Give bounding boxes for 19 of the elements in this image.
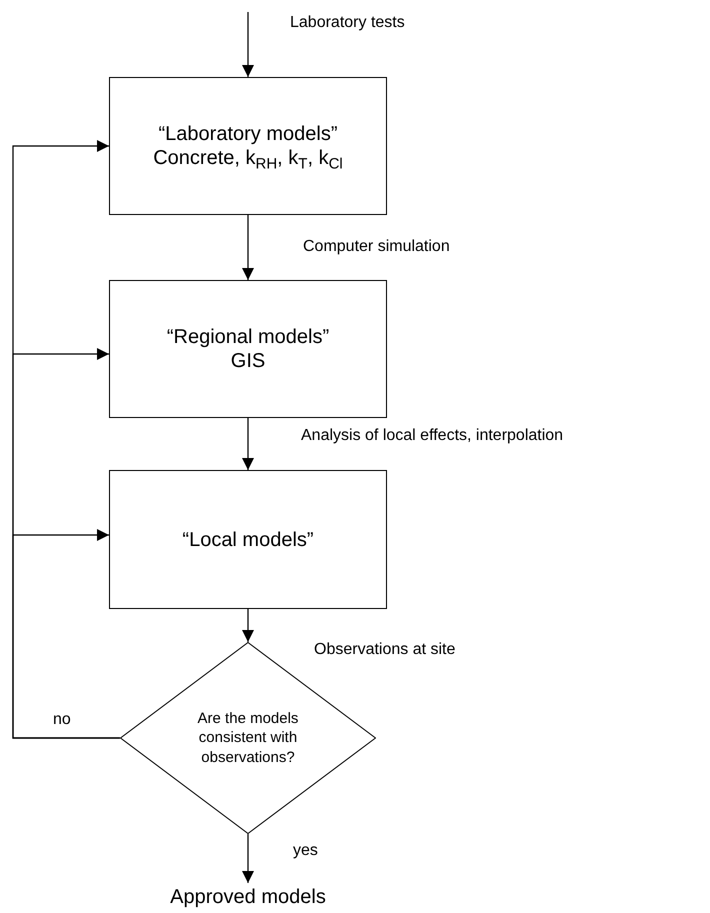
process-box <box>109 280 387 418</box>
process-box <box>109 470 387 609</box>
edge-label: Laboratory tests <box>290 14 405 32</box>
arrow <box>242 215 254 280</box>
arrow <box>12 529 120 739</box>
node-subtitle: GIS <box>230 349 266 373</box>
decision-question: Are the models consistent with observations? <box>196 708 300 768</box>
edge-label: Analysis of local effects, interpolation <box>301 427 564 445</box>
arrow <box>242 418 254 470</box>
node-title: “Local models” <box>182 528 314 552</box>
node-subtitle: Concrete, k$_{RH}$, k$_{T}$, k$_{Cl}$ <box>153 146 343 170</box>
node-title: “Laboratory models” <box>158 122 338 146</box>
edge-label: Computer simulation <box>303 238 450 256</box>
arrow <box>242 12 254 77</box>
node-title: “Regional models” <box>166 325 330 349</box>
process-box <box>109 77 387 215</box>
arrow <box>242 834 254 883</box>
arrow <box>242 609 254 642</box>
node-title: Approved models <box>170 885 326 909</box>
